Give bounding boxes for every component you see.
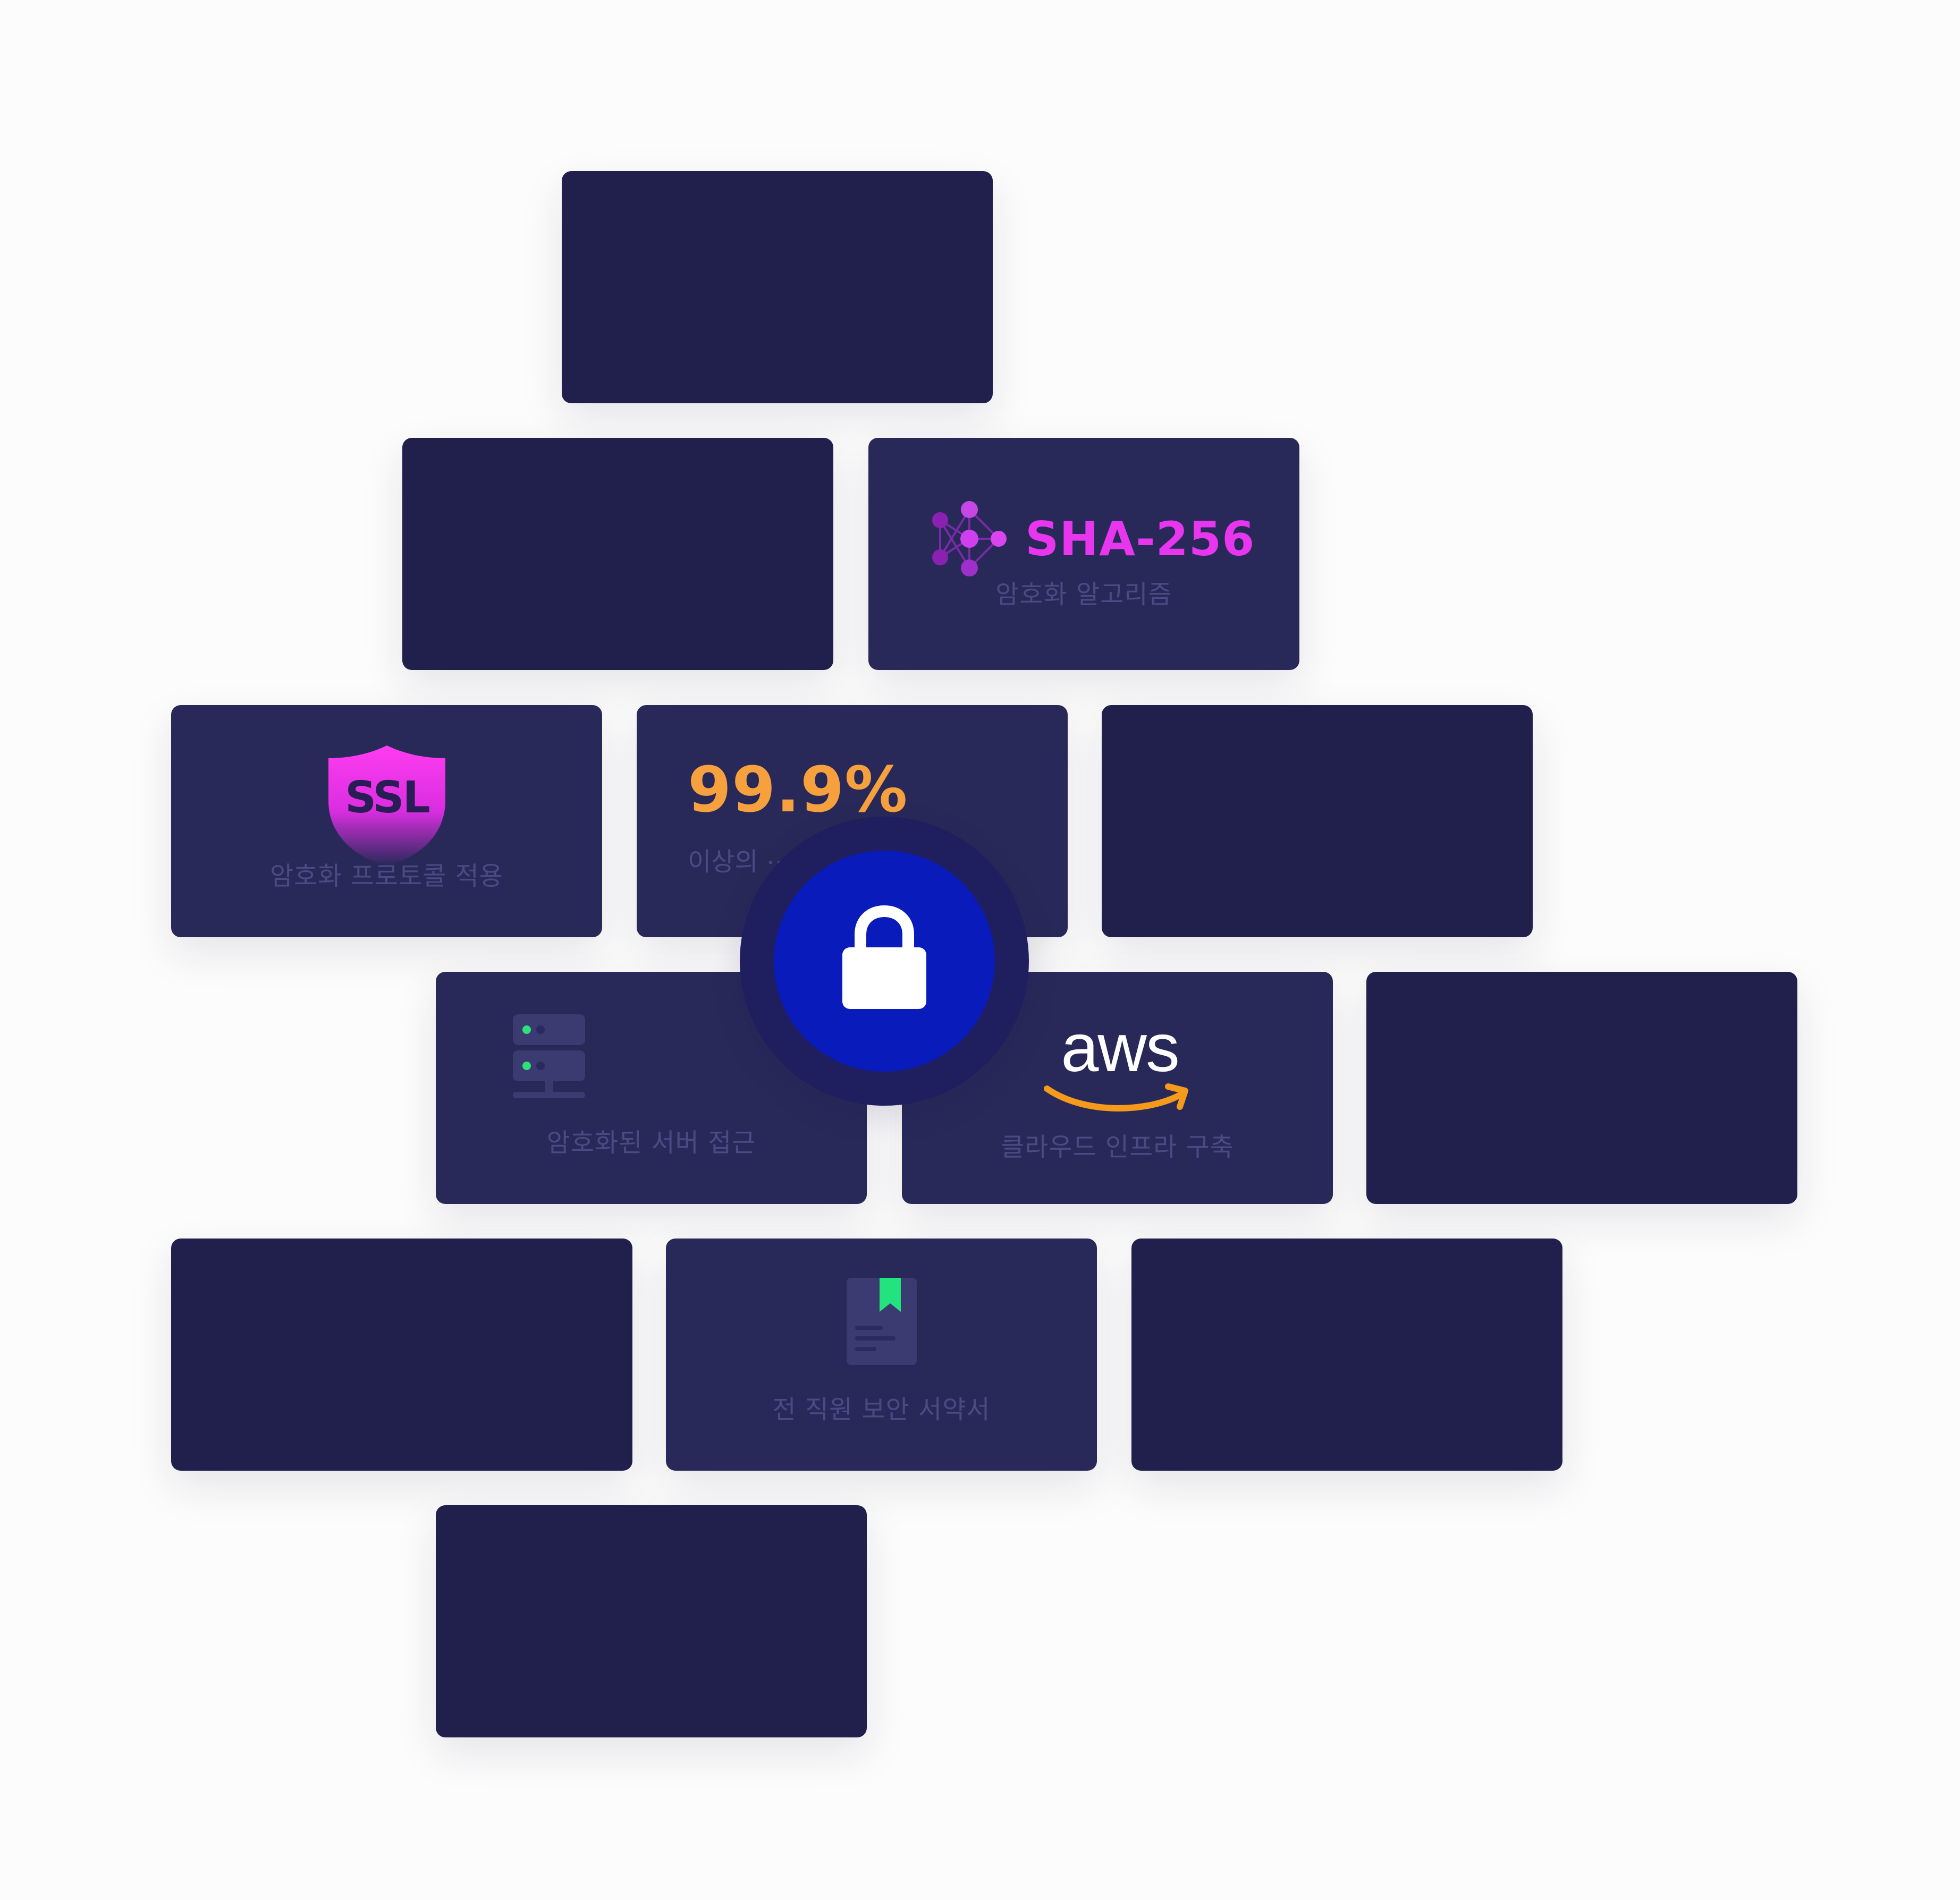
security-pledge-card: 전 직원 보안 서약서	[666, 1239, 1097, 1471]
sha-caption: 암호화 알고리즘	[995, 580, 1172, 609]
aws-logo-icon: aws	[1043, 1009, 1197, 1115]
document-bookmark-icon	[847, 1278, 917, 1365]
blank-card	[1366, 972, 1797, 1204]
sha-title: SHA-256	[1025, 511, 1255, 566]
sha-256-card: SHA-256 암호화 알고리즘	[868, 438, 1299, 670]
aws-logo-text: aws	[1061, 1010, 1180, 1086]
shield-icon: SSL	[328, 745, 445, 866]
pledge-caption: 전 직원 보안 서약서	[772, 1395, 991, 1424]
ssl-badge-text: SSL	[345, 773, 429, 823]
ssl-caption: 암호화 프로토콜 적용	[270, 861, 503, 891]
blank-card	[1102, 705, 1533, 937]
ssl-card: SSL 암호화 프로토콜 적용	[171, 705, 602, 937]
blank-card	[562, 171, 993, 403]
sha-title-row: SHA-256	[930, 499, 1255, 579]
blank-card	[436, 1505, 867, 1737]
server-caption: 암호화된 서버 접근	[546, 1128, 756, 1158]
blank-card	[171, 1239, 632, 1471]
lock-badge-core	[774, 851, 995, 1072]
server-icon	[513, 1014, 585, 1098]
lock-badge	[740, 817, 1029, 1106]
blank-card	[1131, 1239, 1562, 1471]
uptime-value: 99.9%	[688, 753, 908, 826]
lock-icon	[842, 905, 926, 1009]
blank-card	[402, 438, 833, 670]
network-nodes-icon	[932, 501, 1007, 576]
aws-caption: 클라우드 인프라 구축	[1001, 1132, 1234, 1162]
